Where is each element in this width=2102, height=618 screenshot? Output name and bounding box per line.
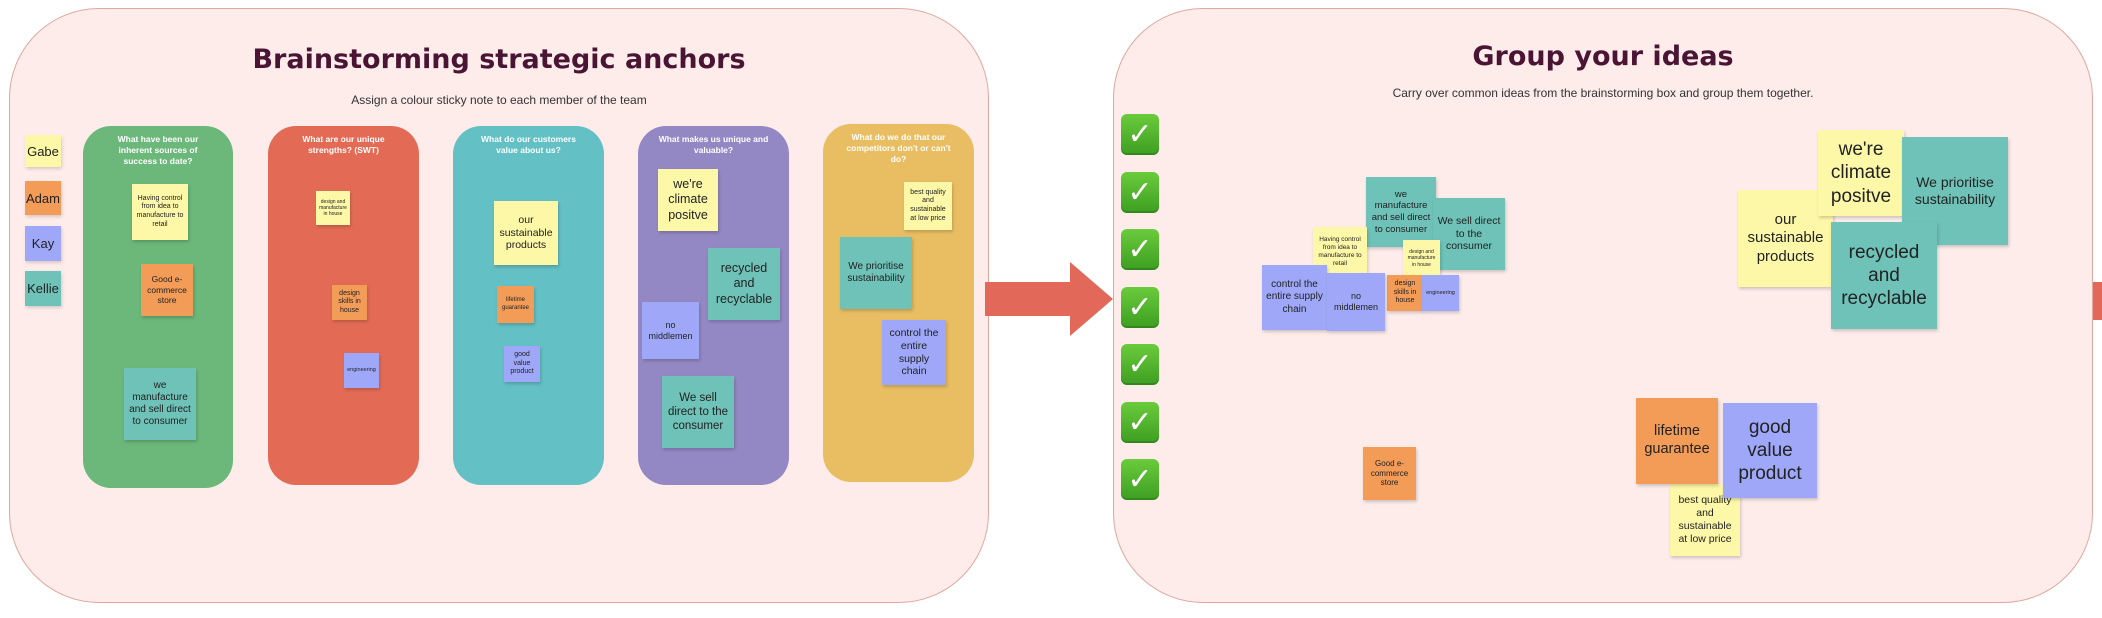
sticky-note[interactable]: we manufacture and sell direct to consum… <box>124 368 196 440</box>
sticky-note[interactable]: we're climate positve <box>1818 130 1904 216</box>
checkmark-icon: ✓ <box>1121 172 1159 213</box>
sticky-note[interactable]: control the entire supply chain <box>1262 265 1327 330</box>
member-kellie[interactable]: Kellie <box>25 271 61 306</box>
sticky-note[interactable]: recycled and recyclable <box>1831 222 1937 329</box>
sticky-note[interactable]: Having control from idea to manufacture … <box>132 184 188 240</box>
group-ideas-title: Group your ideas <box>1472 41 1734 72</box>
sticky-note[interactable]: good value product <box>504 346 540 382</box>
sticky-note[interactable]: Good e-commerce store <box>141 264 193 316</box>
sticky-note[interactable]: we manufacture and sell direct to consum… <box>1366 177 1436 247</box>
column-question: What makes us unique and valuable? <box>658 134 769 155</box>
sticky-note[interactable]: our sustainable products <box>494 201 558 265</box>
member-adam[interactable]: Adam <box>25 181 61 215</box>
sticky-note[interactable]: Good e-commerce store <box>1363 447 1416 500</box>
sticky-note[interactable]: We prioritise sustainability <box>840 237 912 309</box>
right-arrow-icon <box>985 262 1113 336</box>
member-kay[interactable]: Kay <box>25 226 61 261</box>
sticky-note[interactable]: We prioritise sustainability <box>1902 137 2008 245</box>
checkmark-icon: ✓ <box>1121 402 1159 443</box>
right-arrow-icon <box>2090 282 2102 320</box>
sticky-note[interactable]: no middlemen <box>642 302 699 359</box>
sticky-note[interactable]: recycled and recyclable <box>708 248 780 320</box>
sticky-note[interactable]: design skills in house <box>1387 275 1423 311</box>
sticky-note[interactable]: design and manufacture in house <box>1403 240 1440 277</box>
sticky-note[interactable]: good value product <box>1723 403 1817 498</box>
sticky-note[interactable]: no middlemen <box>1327 273 1385 331</box>
member-gabe[interactable]: Gabe <box>25 135 61 167</box>
checkmark-icon: ✓ <box>1121 229 1159 270</box>
sticky-note[interactable]: our sustainable products <box>1738 190 1833 287</box>
sticky-note[interactable]: control the entire supply chain <box>882 320 946 385</box>
sticky-note[interactable]: lifetime guarantee <box>1636 398 1718 484</box>
group-ideas-subtitle: Carry over common ideas from the brainst… <box>1392 86 1814 100</box>
column-question: What are our unique strengths? (SWT) <box>302 134 385 155</box>
sticky-note[interactable]: best quality and sustainable at low pric… <box>1670 484 1740 556</box>
checkmark-icon: ✓ <box>1121 459 1159 500</box>
sticky-note[interactable]: design skills in house <box>332 285 367 320</box>
checkmark-icon: ✓ <box>1121 344 1159 385</box>
checkmark-icon: ✓ <box>1121 114 1159 155</box>
sticky-note[interactable]: engineering <box>344 353 379 388</box>
column-question: What do our customers value about us? <box>481 134 576 155</box>
sticky-note[interactable]: engineering <box>1422 275 1459 311</box>
sticky-note[interactable]: We sell direct to the consumer <box>1433 198 1505 270</box>
sticky-note[interactable]: best quality and sustainable at low pric… <box>904 182 952 230</box>
sticky-note[interactable]: design and manufacture in house <box>316 191 350 225</box>
brainstorm-subtitle: Assign a colour sticky note to each memb… <box>351 93 647 107</box>
column-question: What have been our inherent sources of s… <box>117 134 199 166</box>
sticky-note[interactable]: lifetime guarantee <box>497 286 534 323</box>
sticky-note[interactable]: we're climate positve <box>658 169 718 231</box>
column-question: What do we do that our competitors don't… <box>846 132 951 164</box>
brainstorm-title: Brainstorming strategic anchors <box>252 44 746 75</box>
sticky-note[interactable]: We sell direct to the consumer <box>662 376 734 448</box>
checkmark-icon: ✓ <box>1121 287 1159 328</box>
